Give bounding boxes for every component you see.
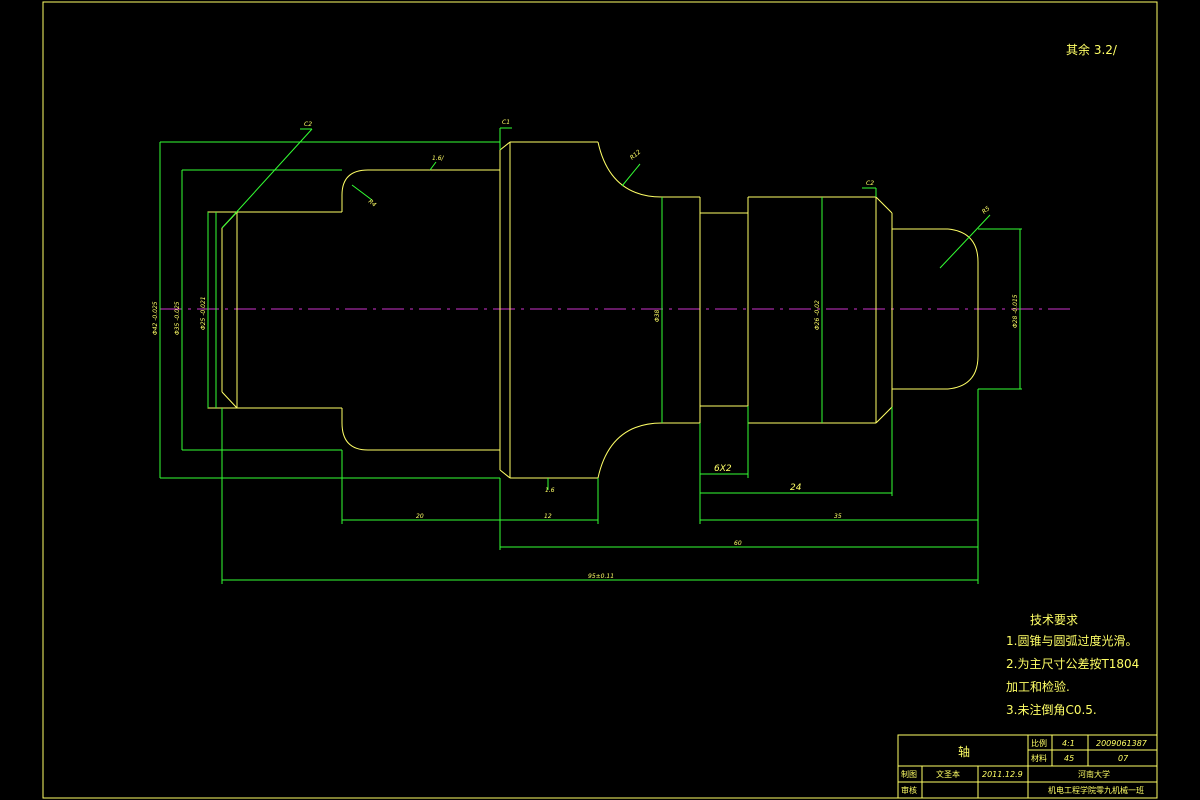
shaft-outline (207, 141, 979, 479)
dim-r5: R5 (981, 205, 992, 216)
requirements-title: 技术要求 (1030, 613, 1078, 627)
requirements-line1: 1.圆锥与圆弧过度光滑。 (1006, 633, 1137, 648)
dimension-lines (159, 127, 1022, 584)
requirements-line4: 3.未注倒角C0.5. (1006, 702, 1097, 717)
dim-r4: R4 (367, 198, 378, 209)
title-block (897, 734, 1158, 799)
roughness-16: 1.6/ (432, 155, 445, 162)
dim-d-right2: Φ26 -0.02 (814, 300, 821, 330)
tb-material-value: 45 (1064, 754, 1074, 763)
dim-r12: R12 (629, 148, 643, 161)
dim-len12: 12 (544, 513, 552, 520)
requirements-line2: 2.为主尺寸公差按T1804 (1006, 657, 1139, 671)
tb-university: 河南大学 (1078, 769, 1110, 779)
tb-drawing-no: 2009061387 (1096, 739, 1148, 748)
dim-len60: 60 (734, 540, 742, 547)
dim-d42: Φ42 -0.025 (152, 301, 159, 335)
dim-len6x2: 6X2 (714, 464, 732, 474)
requirements-line3: 加工和检验. (1006, 679, 1070, 694)
tb-drafter-name: 文圣本 (936, 769, 960, 779)
dim-d35: Φ35 -0.025 (174, 301, 181, 335)
tb-drafter-label: 制图 (901, 769, 917, 779)
dim-d-right: Φ28 -0.015 (1012, 294, 1019, 328)
sheet-frame (42, 1, 1158, 799)
dim-d25: Φ25 -0.021 (200, 296, 207, 330)
roughness-16b: 1.6 (545, 487, 555, 494)
tb-department: 机电工程学院零九机械一班 (1048, 785, 1144, 795)
dim-d-mid: Φ38 (654, 309, 661, 322)
tb-part-name: 轴 (958, 744, 970, 759)
tb-date: 2011.12.9 (982, 770, 1023, 779)
surface-finish-note: 其余 3.2/ (1066, 42, 1118, 57)
dim-len24: 24 (790, 483, 802, 493)
tb-sheet-no: 07 (1118, 754, 1129, 763)
dim-c2-right: C2 (866, 180, 874, 187)
dim-len35: 35 (834, 513, 842, 520)
tb-checker-label: 审核 (901, 785, 917, 795)
tb-scale-value: 4:1 (1062, 739, 1075, 748)
dim-len95: 95±0.11 (588, 573, 614, 580)
tb-scale-label: 比例 (1031, 738, 1047, 748)
dim-len20: 20 (416, 513, 424, 520)
dim-c1: C1 (502, 119, 510, 126)
tb-material-label: 材料 (1031, 753, 1047, 763)
dim-c2-left: C2 (304, 121, 312, 128)
